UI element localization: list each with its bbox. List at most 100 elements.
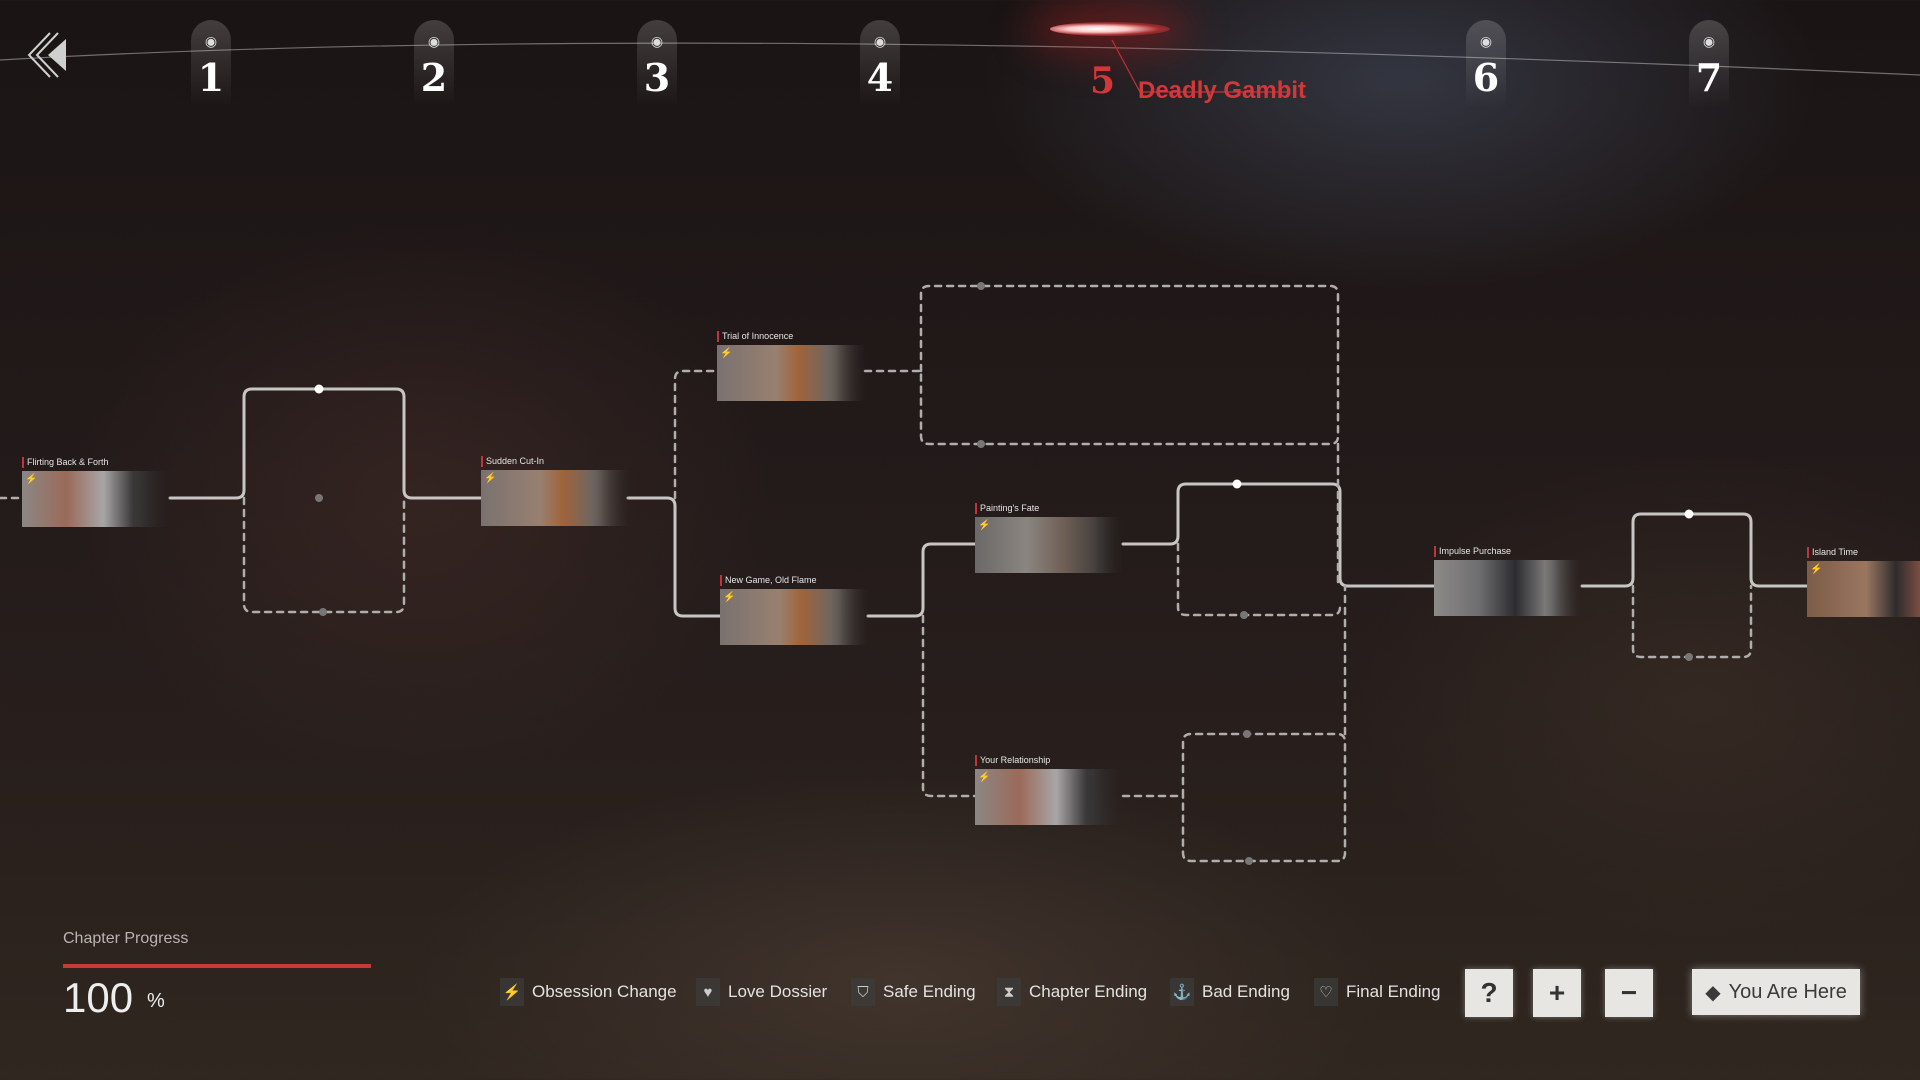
visited-junction-dot	[314, 384, 324, 394]
chapter-ending-icon: ⧗	[997, 978, 1021, 1006]
legend-final-ending: ♡ Final Ending	[1314, 978, 1441, 1006]
story-node-your-relationship[interactable]: Your Relationship ⚡	[975, 755, 1123, 825]
obsession-change-icon: ⚡	[484, 473, 497, 484]
story-node-trial-of-innocence[interactable]: Trial of Innocence ⚡	[717, 331, 865, 401]
you-are-here-label: You Are Here	[1728, 980, 1847, 1003]
chapter-number: 7	[1695, 55, 1723, 100]
chapter-3-tab[interactable]: ◉ 3	[637, 20, 677, 110]
path-dashed	[919, 284, 1340, 446]
chapter-pill	[414, 20, 454, 108]
unvisited-junction-dot	[977, 440, 985, 448]
legend-bad-ending: ⚓ Bad Ending	[1170, 978, 1290, 1006]
zoom-in-button[interactable]: +	[1533, 969, 1581, 1017]
progress-value: 100	[63, 974, 134, 1021]
story-node-island-time[interactable]: Island Time ⚡	[1807, 547, 1920, 617]
path-dashed	[1181, 732, 1347, 863]
path-dashed	[1176, 542, 1342, 617]
eye-icon: ◉	[1702, 33, 1716, 49]
chapter-pill	[1689, 20, 1729, 108]
chapter-4-tab[interactable]: ◉ 4	[860, 20, 900, 110]
scene-thumbnail	[975, 769, 1123, 825]
chapter-timeline	[0, 39, 1920, 93]
obsession-change-icon: ⚡	[723, 592, 736, 603]
scene-thumbnail	[975, 517, 1123, 573]
path-dashed	[1631, 584, 1753, 659]
chapter-1-tab[interactable]: ◉ 1	[191, 20, 231, 110]
legend-chapter-ending: ⧗ Chapter Ending	[997, 978, 1147, 1006]
junction-dots	[314, 282, 1694, 865]
path-solid	[1121, 482, 1436, 588]
story-node-impulse-purchase[interactable]: Impulse Purchase	[1434, 546, 1582, 616]
story-node-sudden-cut-in[interactable]: Sudden Cut-In ⚡	[481, 456, 629, 526]
chapter-7-tab[interactable]: ◉ 7	[1689, 20, 1729, 110]
chapter-number: 2	[420, 55, 448, 100]
bad-ending-icon: ⚓	[1170, 978, 1194, 1006]
unvisited-junction-dot	[1240, 611, 1248, 619]
path-dashed	[921, 614, 977, 798]
chapter-number: 1	[197, 55, 225, 100]
progress-bar	[63, 964, 371, 968]
node-label: Sudden Cut-In	[481, 456, 544, 467]
you-are-here-button[interactable]: ◆ You Are Here	[1692, 969, 1860, 1015]
story-node-paintings-fate[interactable]: Painting's Fate ⚡	[975, 503, 1123, 573]
legend-label: Final Ending	[1346, 982, 1441, 1001]
chapter-number: 6	[1472, 55, 1500, 100]
help-button[interactable]: ?	[1465, 969, 1513, 1017]
progress-label: Chapter Progress	[63, 930, 189, 947]
node-label: Painting's Fate	[975, 503, 1039, 514]
timeline-line	[0, 42, 1920, 76]
node-label: Your Relationship	[975, 755, 1050, 766]
eye-icon: ◉	[873, 33, 887, 49]
chapter-2-tab[interactable]: ◉ 2	[414, 20, 454, 110]
unvisited-junction-dot	[315, 494, 323, 502]
legend-love-dossier: ♥ Love Dossier	[696, 978, 827, 1006]
chapter-pill	[191, 20, 231, 108]
location-pin-icon: ◆	[1705, 981, 1721, 1004]
story-node-flirting-back-and-forth[interactable]: Flirting Back & Forth ⚡	[22, 457, 170, 527]
zoom-out-button[interactable]: −	[1605, 969, 1653, 1017]
chapter-pill	[860, 20, 900, 108]
scene-thumbnail	[481, 470, 629, 526]
eye-icon: ◉	[204, 33, 218, 49]
node-label: Impulse Purchase	[1434, 546, 1511, 557]
legend-label: Obsession Change	[532, 982, 677, 1001]
path-solid	[866, 542, 977, 618]
scene-thumbnail	[1434, 560, 1582, 616]
obsession-change-icon: ⚡	[720, 348, 733, 359]
scene-thumbnail	[22, 471, 170, 527]
eye-icon: ◉	[650, 33, 664, 49]
node-label: Island Time	[1807, 547, 1858, 558]
scene-thumbnail	[1807, 561, 1920, 617]
legend-safe-ending: ⛉ Safe Ending	[851, 978, 976, 1006]
legend-label: Safe Ending	[883, 982, 976, 1001]
double-chevron-left-icon	[27, 32, 66, 78]
chapter-title: Deadly Gambit	[1138, 77, 1307, 104]
legend-obsession-change: ⚡ Obsession Change	[500, 978, 677, 1006]
chapter-6-tab[interactable]: ◉ 6	[1466, 20, 1506, 110]
node-label: Trial of Innocence	[717, 331, 793, 342]
chapter-number: 5	[1090, 60, 1116, 102]
obsession-change-icon: ⚡	[978, 520, 991, 531]
story-node-new-game-old-flame[interactable]: New Game, Old Flame ⚡	[720, 575, 868, 645]
current-chapter-marker-line	[1111, 39, 1290, 93]
chapter-number: 4	[866, 55, 894, 100]
unvisited-junction-dot	[1243, 730, 1251, 738]
love-dossier-icon: ♥	[696, 978, 720, 1006]
legend-label: Bad Ending	[1202, 982, 1290, 1001]
chapter-pill	[637, 20, 677, 108]
path-solid	[626, 496, 722, 618]
obsession-change-icon: ⚡	[25, 474, 38, 485]
eye-icon: ◉	[427, 33, 441, 49]
chapter-number: 3	[643, 55, 671, 100]
current-chapter-glow	[1050, 22, 1170, 36]
path-dashed	[242, 496, 406, 614]
obsession-change-icon: ⚡	[978, 772, 991, 783]
chapter-progress: Chapter Progress 100 %	[63, 930, 371, 1021]
legend-label: Chapter Ending	[1029, 982, 1148, 1001]
back-button[interactable]	[24, 30, 70, 80]
final-ending-icon: ♡	[1314, 978, 1338, 1006]
progress-unit: %	[147, 990, 165, 1012]
unvisited-junction-dot	[319, 608, 327, 616]
node-label: New Game, Old Flame	[720, 575, 817, 586]
